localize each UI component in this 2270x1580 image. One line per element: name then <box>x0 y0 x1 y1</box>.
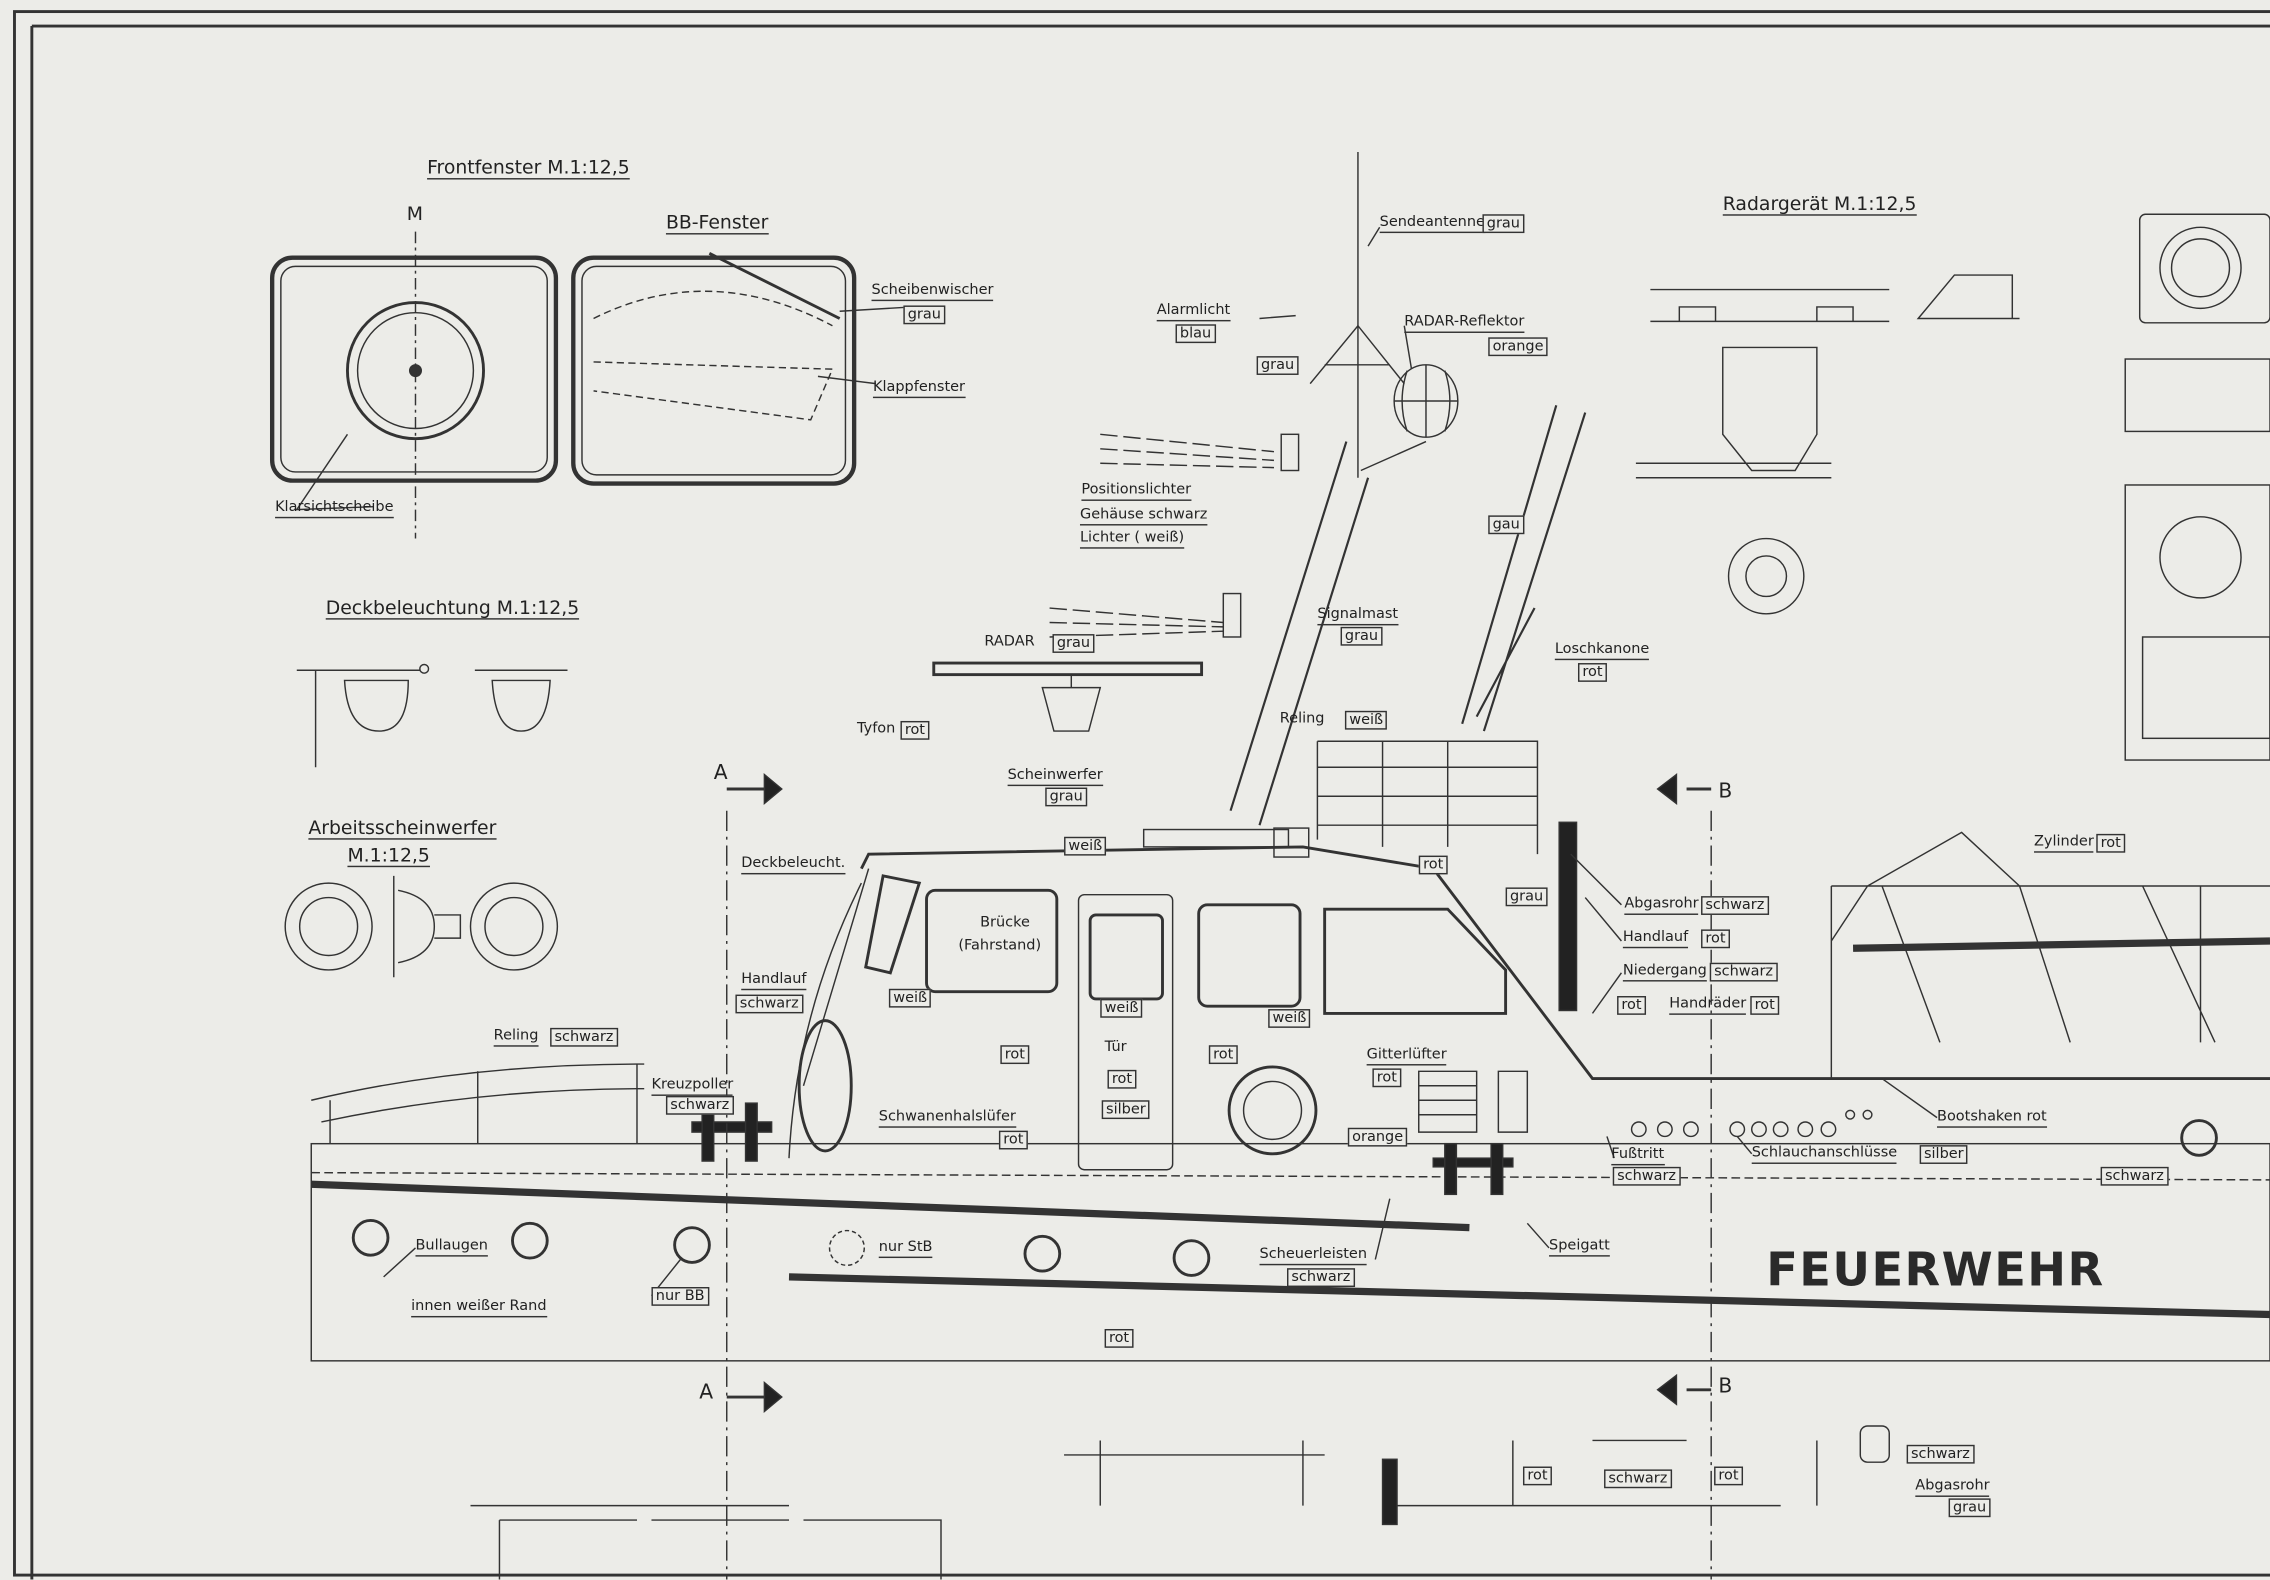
deckbeleuchtung-title: Deckbeleuchtung M.1:12,5 <box>325 597 580 620</box>
label-abgasrohr: Abgasrohr <box>1624 896 1699 915</box>
label-zylinder: Zylinder <box>2034 834 2094 853</box>
section-mark-a-bottom: A <box>699 1381 714 1405</box>
label-scheuerleisten: Scheuerleisten <box>1259 1246 1368 1266</box>
feuerwehr-lettering: FEUERWEHR <box>1766 1242 2105 1298</box>
label-alarmlicht: Alarmlicht <box>1156 303 1231 322</box>
color-tag: silber <box>1919 1145 1968 1164</box>
label-kreuzpoller: Kreuzpoller <box>651 1077 734 1096</box>
section-mark-b-bottom: B <box>1718 1375 1733 1399</box>
color-tag: gau <box>1488 515 1525 535</box>
centerline-mark: M <box>406 204 424 226</box>
label-innen-weisser-rand: innen weißer Rand <box>411 1299 547 1318</box>
label-gitterluefter: Gitterlüfter <box>1366 1047 1447 1066</box>
color-tag: schwarz <box>2100 1166 2169 1186</box>
label-nur-bb: nur BB <box>651 1287 709 1306</box>
label-reling: Reling <box>493 1028 539 1047</box>
color-tag: silber <box>1101 1100 1151 1120</box>
color-tag: schwarz <box>1701 896 1769 915</box>
section-mark-b-top: B <box>1718 780 1733 804</box>
label-fusstritt: Fußtritt <box>1611 1147 1665 1166</box>
color-tag: rot <box>1107 1069 1137 1089</box>
label-tyfon: Tyfon <box>857 720 896 737</box>
label-schlauchanschluesse: Schlauchanschlüsse <box>1751 1145 1898 1164</box>
label-abgasrohr-2: Abgasrohr <box>1915 1478 1990 1497</box>
color-tag: schwarz <box>550 1027 618 1047</box>
color-tag: schwarz <box>1906 1444 1975 1464</box>
color-tag: weiß <box>888 988 932 1008</box>
color-tag: schwarz <box>665 1095 734 1115</box>
arbeitsscheinwerfer-scale: M.1:12,5 <box>347 845 430 868</box>
frontfenster-title: Frontfenster M.1:12,5 <box>427 157 630 180</box>
color-tag: schwarz <box>1612 1166 1681 1186</box>
color-tag: blau <box>1175 324 1216 344</box>
label-signalmast: Signalmast <box>1317 607 1399 626</box>
label-radar-reflektor: RADAR-Reflektor <box>1404 314 1525 333</box>
color-tag: rot <box>1104 1328 1134 1348</box>
label-scheibenwischer: Scheibenwischer <box>871 282 994 302</box>
color-tag: grau <box>1948 1498 1991 1518</box>
color-tag: rot <box>1701 929 1730 949</box>
color-tag: schwarz <box>1709 962 1778 982</box>
label-handlauf-rot: Handlauf <box>1622 929 1689 949</box>
section-mark-a-top: A <box>713 761 728 785</box>
color-tag: schwarz <box>1287 1268 1355 1288</box>
label-fahrstand: (Fahrstand) <box>958 938 1042 955</box>
label-gehaeuse: Gehäuse schwarz <box>1079 507 1208 526</box>
label-bruecke: Brücke <box>980 914 1030 931</box>
color-tag: rot <box>998 1130 1028 1150</box>
label-sendeantenne: Sendeantenne <box>1379 214 1485 234</box>
color-tag: rot <box>1522 1466 1552 1486</box>
color-tag: grau <box>1482 214 1525 234</box>
color-tag: rot <box>2096 833 2126 853</box>
label-lichter: Lichter ( weiß) <box>1079 530 1185 549</box>
color-tag: rot <box>1000 1045 1030 1065</box>
color-tag: grau <box>1052 634 1095 653</box>
color-tag: orange <box>1488 337 1548 357</box>
label-loschkanone: Loschkanone <box>1554 641 1650 661</box>
color-tag: rot <box>1750 996 1780 1015</box>
label-positionslichter: Positionslichter <box>1081 482 1192 501</box>
label-klappfenster: Klappfenster <box>872 379 966 399</box>
color-tag: orange <box>1347 1127 1408 1147</box>
color-tag: rot <box>1372 1068 1402 1088</box>
label-klarsichtscheibe: Klarsichtscheibe <box>275 499 394 519</box>
color-tag: rot <box>1714 1466 1743 1486</box>
label-bullaugen: Bullaugen <box>415 1238 488 1257</box>
color-tag: rot <box>1418 855 1448 875</box>
color-tag: grau <box>1505 887 1548 907</box>
color-tag: weiß <box>1064 836 1107 856</box>
bb-fenster-title: BB-Fenster <box>665 212 769 235</box>
arbeitsscheinwerfer-title: Arbeitsscheinwerfer <box>308 817 497 840</box>
color-tag: rot <box>1617 996 1646 1015</box>
color-tag: schwarz <box>1604 1469 1672 1489</box>
color-tag: rot <box>900 720 930 740</box>
color-tag: weiß <box>1100 998 1143 1018</box>
label-speigatt: Speigatt <box>1549 1238 1610 1257</box>
color-tag: grau <box>1045 787 1088 807</box>
radargeraet-title: Radargerät M.1:12,5 <box>1722 193 1917 216</box>
color-tag: grau <box>1256 356 1299 375</box>
color-tag: schwarz <box>735 994 804 1014</box>
label-schwanenhalsluefter: Schwanenhalslüfer <box>878 1109 1016 1128</box>
label-reling-top: Reling <box>1279 710 1325 727</box>
color-tag: rot <box>1208 1045 1238 1065</box>
label-radar: RADAR <box>984 634 1035 651</box>
label-bootshaken: Bootshaken rot <box>1937 1109 2047 1128</box>
label-handraeder: Handräder <box>1669 996 1747 1015</box>
label-niedergang: Niedergang <box>1622 963 1707 982</box>
color-tag: weiß <box>1344 710 1388 730</box>
color-tag: grau <box>1340 626 1383 646</box>
color-tag: rot <box>1577 663 1607 682</box>
color-tag: grau <box>903 305 946 325</box>
label-nur-stb: nur StB <box>878 1239 933 1259</box>
label-deckbeleucht: Deckbeleucht. <box>741 856 846 875</box>
label-tuer: Tür <box>1104 1039 1127 1056</box>
color-tag: weiß <box>1268 1009 1311 1028</box>
label-scheinwerfer: Scheinwerfer <box>1007 767 1103 787</box>
label-handlauf-schwarz: Handlauf <box>741 971 807 991</box>
